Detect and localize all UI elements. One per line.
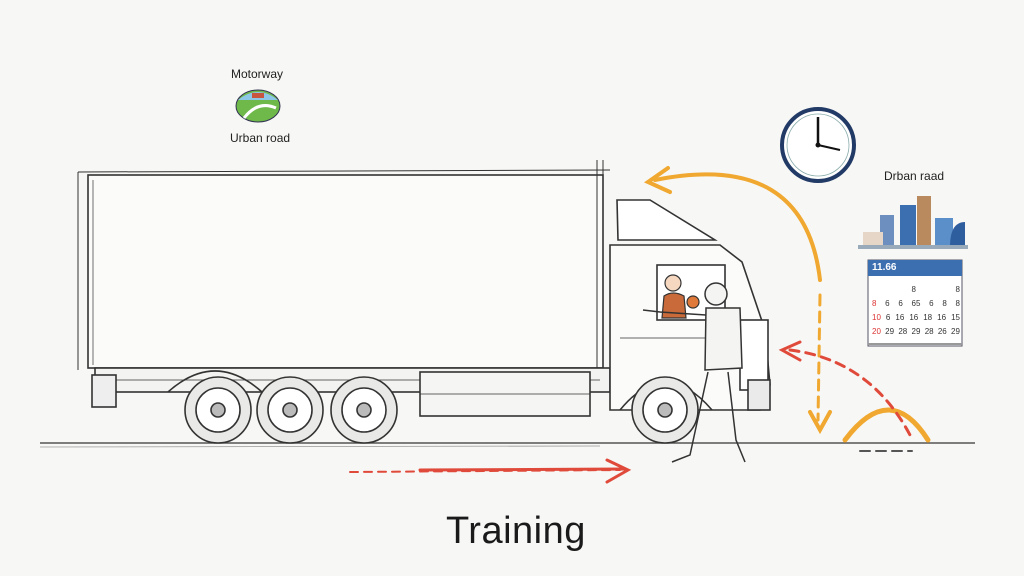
urban-road-right-label: Drban raad bbox=[884, 169, 945, 183]
wheel bbox=[631, 376, 699, 444]
caption-title: Training bbox=[446, 510, 586, 552]
truck-illustration bbox=[77, 160, 771, 444]
city-buildings-icon bbox=[858, 196, 968, 249]
wheel bbox=[184, 376, 252, 444]
calendar-header-text: 11.66 bbox=[872, 262, 897, 273]
passenger-figure bbox=[661, 274, 700, 319]
motorway-label: Motorway bbox=[231, 67, 284, 81]
wheel bbox=[256, 376, 324, 444]
driver-figure bbox=[642, 282, 746, 463]
road-thumbnail-icon bbox=[235, 89, 281, 123]
calendar-icon bbox=[867, 259, 963, 347]
red-arrows bbox=[349, 340, 913, 484]
clock-icon bbox=[780, 107, 856, 183]
urban-road-left-label: Urban road bbox=[230, 131, 291, 145]
curved-arrow bbox=[643, 166, 931, 443]
wheel bbox=[330, 376, 398, 444]
